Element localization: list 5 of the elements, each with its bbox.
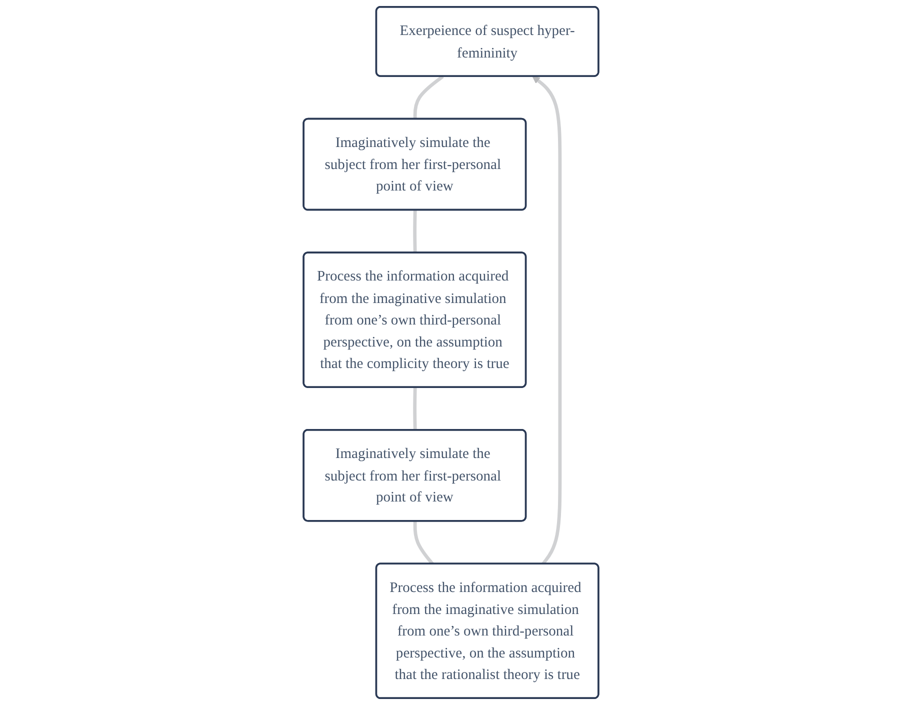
connector <box>413 388 417 430</box>
connector <box>413 210 417 253</box>
connector <box>413 521 434 566</box>
arrow <box>532 76 562 566</box>
connector <box>413 75 444 120</box>
